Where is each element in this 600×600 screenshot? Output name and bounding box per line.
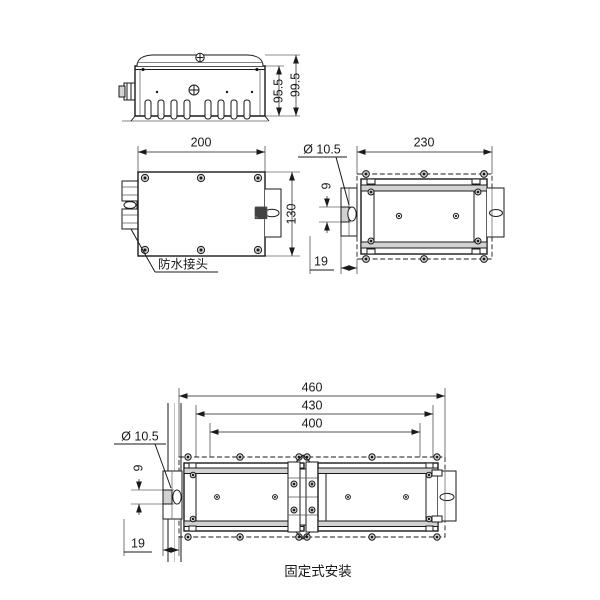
cooling-fins (144, 99, 251, 120)
dimension-label-230: 230 (414, 135, 435, 149)
leader-line (130, 228, 156, 273)
dimension-label-200: 200 (191, 135, 212, 149)
unit-body-bracket-view (360, 170, 488, 263)
right-unit-body (317, 453, 441, 541)
dimension-offset-19-top: 19 (309, 236, 358, 274)
body-outline-top (137, 171, 266, 257)
drawing-caption: 固定式安装 (284, 564, 352, 580)
dimension-label-460: 460 (302, 380, 323, 394)
hole-diameter-annotation-bottom: Ø 10.5 (114, 429, 172, 489)
front-elevation-view: 95.5 99.5 (118, 52, 302, 122)
cable-gland-front (118, 82, 136, 101)
dimension-label-9-top: 9 (319, 182, 333, 189)
dimension-label-130: 130 (284, 204, 298, 225)
dimension-length-430: 430 (195, 398, 434, 457)
dimension-length-400: 400 (209, 416, 421, 457)
top-plan-view: 200 (121, 135, 300, 273)
dimension-width-230: 230 (356, 135, 493, 174)
single-unit-bracket-view: 230 (298, 135, 505, 274)
dimension-height-95-5: 95.5 (271, 66, 285, 116)
mounting-bracket-plate-bottom (162, 470, 183, 520)
dimension-label-430: 430 (302, 398, 323, 412)
dimension-label-95-5: 95.5 (271, 79, 285, 103)
dimension-slot-9-top: 9 (319, 182, 351, 233)
waterproof-gland-annotation: 防水接头 (130, 228, 218, 273)
dimension-label-19-top: 19 (314, 254, 328, 268)
earth-screw (188, 84, 200, 96)
enclosure-body-top (137, 171, 266, 257)
dia-leader-top (335, 156, 350, 206)
double-unit-fixed-mount-view: 460 430 400 (114, 380, 457, 562)
cable-glands-top (121, 179, 139, 231)
dimension-label-400: 400 (302, 416, 323, 430)
dimension-length-200: 200 (137, 135, 266, 172)
foot-ends (130, 115, 270, 122)
hole-diameter-label-top: Ø 10.5 (303, 142, 341, 156)
dimension-offset-19-bottom: 19 (123, 519, 180, 556)
dimension-slot-9-bottom: 9 (131, 464, 174, 515)
dimension-height-99-5: 99.5 (288, 55, 302, 116)
left-unit-body (183, 453, 305, 541)
waterproof-gland-label: 防水接头 (158, 257, 208, 272)
hole-diameter-label-bottom: Ø 10.5 (121, 429, 159, 443)
right-connector-block: ⬛ (254, 188, 282, 238)
top-center-screw (195, 52, 205, 63)
dimension-label-99-5: 99.5 (288, 73, 302, 97)
mounting-bracket-plate (340, 187, 358, 237)
dimension-label-19-bottom: 19 (131, 536, 145, 550)
dia-leader-bottom (154, 443, 172, 489)
dimension-label-9-bottom: 9 (131, 464, 145, 471)
dimension-width-130: 130 (265, 171, 300, 257)
center-joining-bracket (287, 453, 319, 541)
right-end-connector-bottom (431, 469, 457, 523)
dimension-length-460: 460 (178, 380, 446, 457)
svg-text:⬛: ⬛ (254, 206, 268, 220)
hole-diameter-annotation-top: Ø 10.5 (298, 142, 350, 206)
mounting-bosses (140, 173, 263, 255)
right-end-connector-bracket-view (487, 187, 505, 238)
